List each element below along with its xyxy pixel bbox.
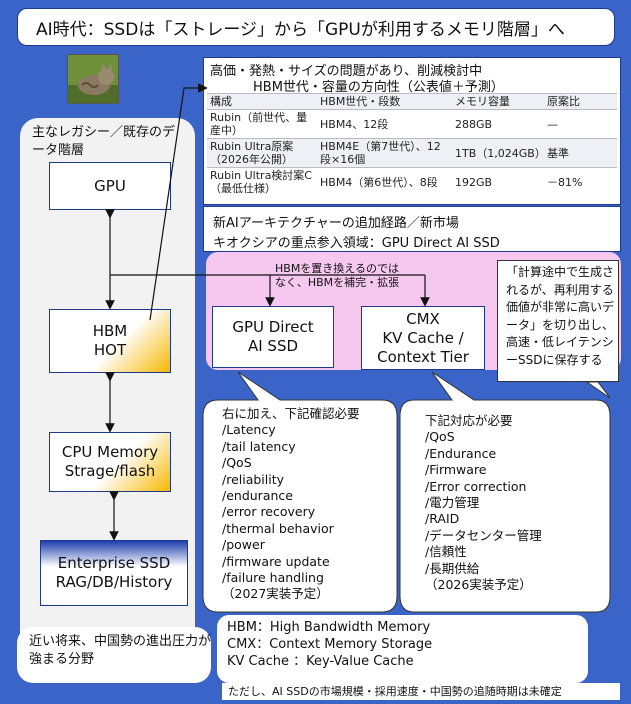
gpu-direct-label: GPU Direct	[232, 318, 314, 336]
gpu-direct-requirements-bubble	[202, 371, 398, 613]
cpu-memory-box: CPU Memory Strage/flash	[49, 432, 171, 492]
requirement-item: /QoS	[425, 429, 455, 445]
definition-hbm: HBM：High Bandwidth Memory	[227, 620, 431, 635]
new-path-line-2: キオクシアの重点参入領域：GPU Direct AI SSD	[213, 236, 500, 251]
footer-disclaimer: ただし、AI SSDの市場規模・採用速度・中国勢の追随時期は未確定	[222, 683, 620, 700]
new-path-panel	[203, 206, 621, 252]
context-tier-label: Context Tier	[377, 347, 469, 366]
table-cell: HBM4、12段	[317, 109, 452, 139]
table-heading-2: HBM世代・容量の方向性（公表値＋予測）	[253, 80, 504, 95]
gpu-direct-requirements: 右に加え、下記確認必要 /Latency /tail latency /QoS …	[222, 406, 394, 603]
page-title: AI時代：SSDは「ストレージ」から「GPUが利用するメモリ階層」へ	[17, 8, 615, 46]
requirement-item: /Latency	[222, 422, 276, 438]
cmx-label: CMX	[406, 309, 440, 328]
definition-kv-cache: KV Cache ：Key-Value Cache	[227, 654, 414, 669]
table-cell: 1TB（1,024GB）	[452, 138, 546, 168]
table-header-cell: 構成	[207, 93, 317, 110]
requirement-item: /power	[222, 537, 265, 553]
table-header-cell: 原案比	[544, 93, 617, 110]
legacy-heading: 主なレガシー／既存のデータ階層	[32, 125, 176, 158]
requirements-lead: 右に加え、下記確認必要	[222, 406, 360, 421]
reuse-note-tail	[585, 381, 611, 399]
definitions-box: HBM：High Bandwidth Memory CMX：Context Me…	[217, 615, 588, 683]
requirement-schedule: （2027実装予定）	[222, 586, 329, 602]
table-cell: －81%	[544, 167, 617, 196]
table-header-row: 構成 HBM世代・段数 メモリ容量 原案比	[207, 93, 617, 110]
requirement-item: /tail latency	[222, 438, 296, 454]
requirements-lead: 下記対応が必要	[425, 413, 513, 428]
table-cell: 288GB	[452, 109, 544, 139]
table-cell: Rubin（前世代、量産中）	[207, 109, 317, 139]
requirement-item: /信頼性	[425, 544, 467, 560]
near-future-note: 近い将来、中国勢の進出圧力が強まる分野	[17, 627, 211, 683]
hbm-table: 構成 HBM世代・段数 メモリ容量 原案比 Rubin（前世代、量産中） HBM…	[207, 93, 617, 196]
table-cell: HBM4（第6世代）、8段	[317, 167, 452, 196]
requirement-item: /電力管理	[425, 495, 480, 511]
hbm-hot-label: HOT	[93, 341, 127, 359]
gpu-direct-ai-ssd-box: GPU Direct AI SSD	[212, 306, 334, 368]
requirement-item: /failure handling	[222, 570, 324, 586]
cmx-box: CMX KV Cache / Context Tier	[361, 306, 485, 370]
requirement-item: /RAID	[425, 511, 460, 527]
cmx-requirements-bubble	[399, 371, 611, 613]
table-header-cell: メモリ容量	[452, 93, 544, 110]
requirement-item: /error recovery	[222, 504, 316, 520]
table-cell: Rubin Ultra検討案C（最低仕様）	[207, 167, 317, 196]
cmx-requirements: 下記対応が必要 /QoS /Endurance /Firmware /Error…	[425, 413, 605, 593]
table-cell: 192GB	[452, 167, 544, 196]
requirement-item: /Endurance	[425, 445, 497, 461]
definition-cmx: CMX：Context Memory Storage	[227, 637, 433, 652]
cpu-flash-label: Strage/flash	[64, 462, 156, 480]
requirement-item: /データセンター管理	[425, 527, 542, 543]
requirement-item: /endurance	[222, 488, 293, 504]
enterprise-ssd-sub-label: RAG/DB/History	[55, 573, 173, 591]
cpu-memory-label: CPU Memory	[61, 443, 159, 461]
requirement-item: /長期供給	[425, 560, 480, 576]
table-cell: —	[544, 109, 617, 139]
table-cell: HBM4E（第7世代）、12段×16個	[317, 138, 452, 168]
requirement-item: /reliability	[222, 471, 285, 487]
hbm-label: HBM	[92, 322, 128, 340]
hbm-to-table-arrow	[149, 83, 208, 321]
requirement-item: /Error correction	[425, 478, 527, 494]
requirement-item: /thermal behavior	[222, 520, 334, 536]
cat-photo	[67, 54, 119, 104]
table-cell: 基準	[544, 138, 617, 168]
requirement-item: /firmware update	[222, 553, 330, 569]
gpu-label: GPU	[94, 176, 126, 195]
kv-cache-label: KV Cache /	[382, 328, 464, 347]
requirement-item: /Firmware	[425, 462, 487, 478]
hbm-box: HBM HOT	[49, 309, 171, 373]
new-path-line-1: 新AIアーキテクチャーの追加経路／新市場	[213, 216, 459, 231]
requirement-schedule: （2026実装予定）	[425, 577, 532, 593]
hbm-complement-note: HBMを置き換えるのではなく、HBMを補完・拡張	[274, 262, 400, 289]
enterprise-ssd-box: Enterprise SSD RAG/DB/History	[40, 540, 188, 606]
table-heading-1: 高価・発熱・サイズの問題があり、削減検討中	[210, 64, 483, 79]
ai-ssd-label: AI SSD	[247, 337, 299, 355]
table-row: Rubin Ultra原案（2026年公開） HBM4E（第7世代）、12段×1…	[207, 138, 617, 168]
table-cell: Rubin Ultra原案（2026年公開）	[207, 138, 317, 168]
requirement-item: /QoS	[222, 455, 252, 471]
reuse-data-note: 「計算途中で生成されるが、再利用する価値が非常に高いデータ」を切り出し、高速・低…	[497, 260, 619, 382]
table-header-cell: HBM世代・段数	[317, 93, 452, 110]
table-row: Rubin Ultra検討案C（最低仕様） HBM4（第6世代）、8段 192G…	[207, 167, 617, 196]
enterprise-ssd-label: Enterprise SSD	[57, 554, 171, 572]
table-row: Rubin（前世代、量産中） HBM4、12段 288GB —	[207, 109, 617, 139]
